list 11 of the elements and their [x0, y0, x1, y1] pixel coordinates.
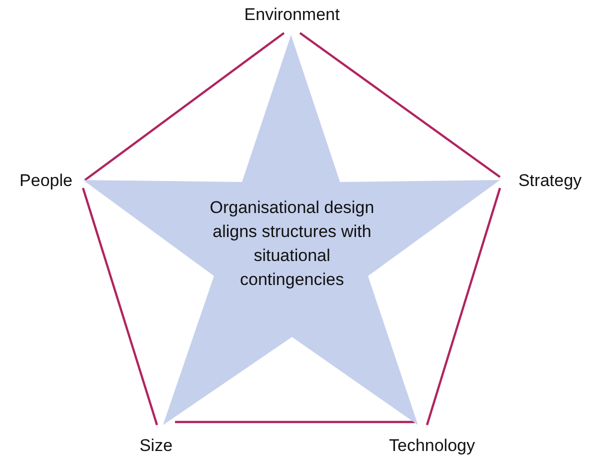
center-text: Organisational design aligns structures with situational contingencies [208, 197, 376, 291]
factor-label: Strategy [508, 171, 592, 193]
connector-line [299, 32, 501, 178]
factor-label: Size [132, 436, 180, 458]
factor-label: People [10, 171, 82, 193]
factor-label: Environment [230, 5, 354, 27]
connector-line [426, 188, 502, 426]
factor-label: Technology [374, 436, 490, 458]
connector-line [84, 32, 285, 181]
connector-line [82, 188, 158, 426]
connector-line [175, 420, 415, 424]
